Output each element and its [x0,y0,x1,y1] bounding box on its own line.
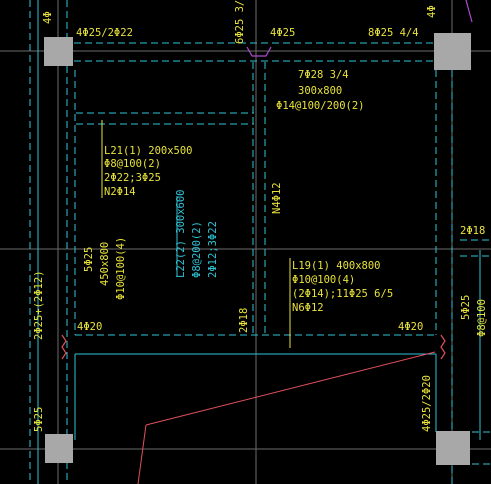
label-n4: N4Φ12 [271,182,283,214]
label-left-4phi20: 4Φ20 [77,321,103,333]
column-top-left [44,37,73,66]
column-top-right [434,33,471,70]
break-symbol-left [61,334,67,360]
break-symbols [61,334,446,360]
label-beam-main-1: 7Φ28 3/4 [298,69,349,81]
column-bottom-right [436,431,470,465]
beam-edges-solid [37,0,481,484]
column-bottom-left [45,434,73,463]
label-l22-1: L22(2) 300x600 [175,189,187,278]
label-l21-4: N2Φ14 [104,186,136,198]
label-bottom-right-vert: 4Φ25/2Φ20 [421,375,433,432]
label-top-right-bars: 8Φ25 4/4 [368,27,419,39]
leader-lines [101,120,291,348]
label-l21-2: Φ8@100(2) [104,158,161,170]
label-left-edge-vert: 2Φ25+(2Φ12) [33,270,45,340]
magenta-marks [246,0,473,57]
label-l21-3: 2Φ22;3Φ25 [104,172,161,184]
label-bottom-left-vert: 5Φ25 [33,406,45,432]
label-l19-4: N6Φ12 [292,302,324,314]
red-slab-line [137,424,147,484]
label-beam-main-2: 300x800 [298,85,343,97]
label-l21-1: L21(1) 200x500 [104,145,193,157]
magenta-line-topright [465,0,473,23]
label-right-4phi20: 4Φ20 [398,321,424,333]
label-top-vert-a: 6Φ25 3/ [234,0,246,44]
magenta-notch-top [246,46,272,57]
label-mid-2phi18: 2Φ18 [238,307,250,333]
label-top-left-bars: 4Φ25/2Φ22 [76,27,133,39]
beam-edges-dashed [29,0,491,484]
red-slab-diagonal [145,351,436,426]
label-l19-1: L19(1) 400x800 [292,260,381,272]
label-l19-2: Φ10@100(4) [292,274,356,286]
label-top-mid-bars: 4Φ25 [270,27,296,39]
label-top-vert-b: 4Φ [426,5,438,18]
label-right-edge-2: Φ8@100 [476,299,488,337]
label-right-edge-1: 5Φ25 [460,294,472,320]
label-beam-main-3: Φ14@100/200(2) [276,100,365,112]
label-top-left-vert: 4Φ [42,11,54,24]
label-left-beam-2: 450x800 [99,241,111,286]
label-left-beam-1: 5Φ25 [83,246,95,272]
break-symbol-right [440,334,446,360]
label-l19-3: (2Φ14);11Φ25 6/5 [292,288,394,300]
label-left-beam-3: Φ10@100(4) [115,236,127,300]
label-l22-3: 2Φ12;3Φ22 [207,221,219,278]
label-l22-2: Φ8@200(2) [191,221,203,278]
columns [44,33,471,465]
label-right-2phi18: 2Φ18 [460,225,486,237]
